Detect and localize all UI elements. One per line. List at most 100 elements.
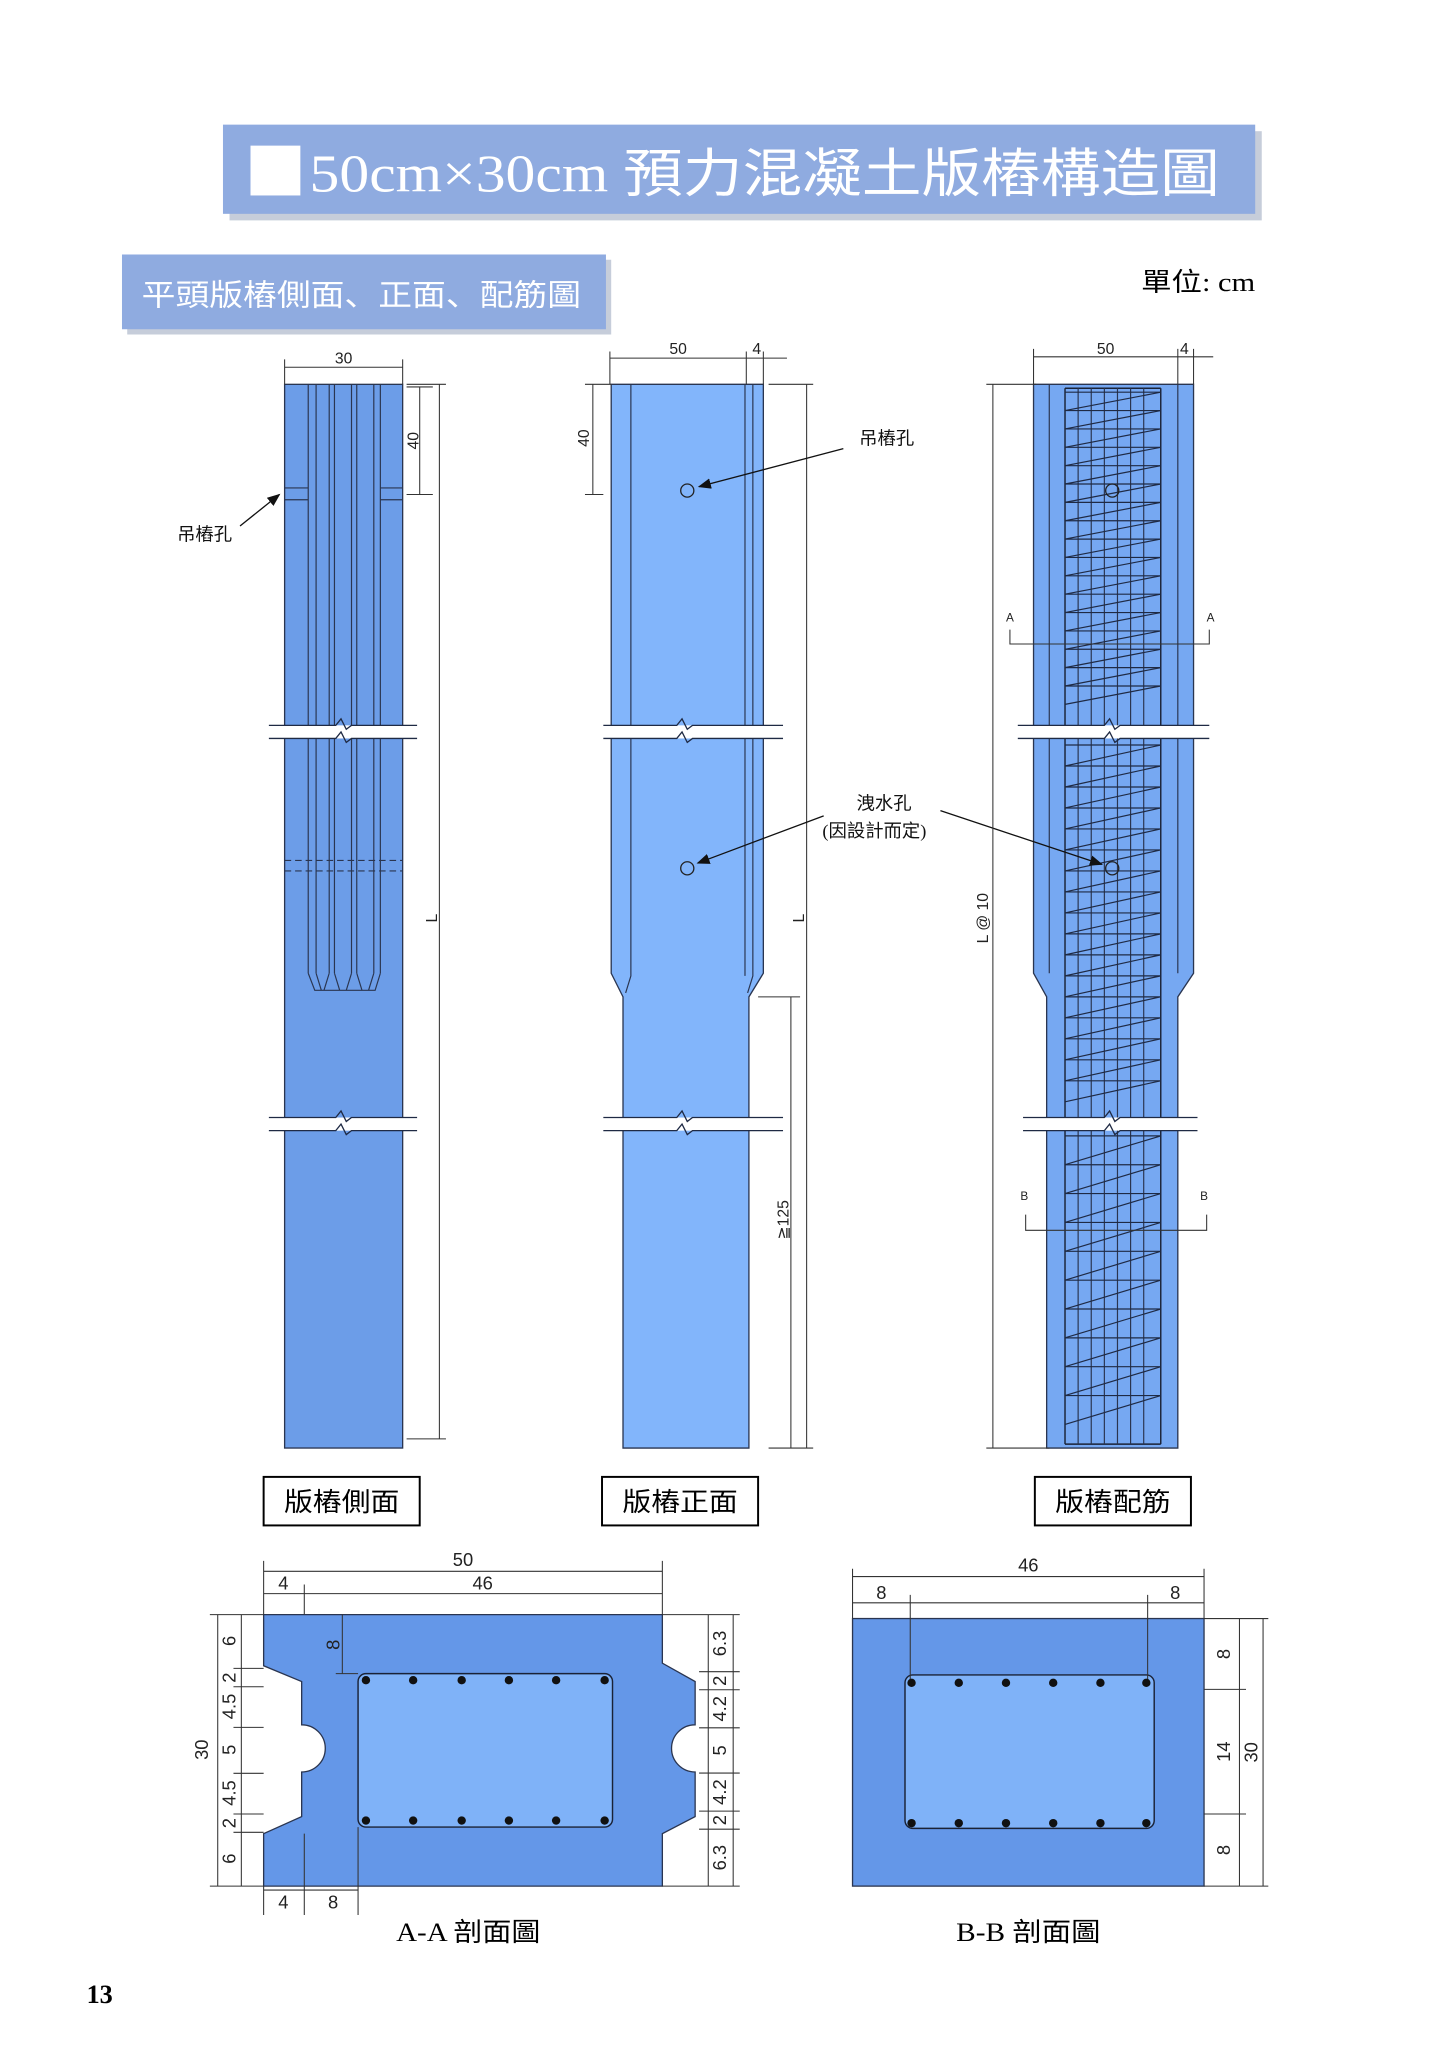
side-view-groove-lines — [307, 384, 381, 974]
section-bb-right-dims — [1204, 1618, 1269, 1887]
section-aa-right-seg: 6.3 — [709, 1631, 730, 1657]
spiral-segment — [1064, 630, 1161, 650]
spiral-segment — [1064, 1221, 1161, 1252]
front-lifting-hole-leader — [697, 447, 844, 489]
title-banner: 50cm×30cm 預力混凝土版樁構造圖 — [222, 124, 1262, 221]
section-aa-top-dims — [263, 1570, 663, 1595]
section-aa-extensions — [263, 1560, 663, 1915]
rebar-dot — [361, 1675, 371, 1685]
break-gap — [603, 1117, 784, 1131]
section-aa: 50 4 46 8 30 6 2 4.5 5 4.5 2 6 6.3 2 4.2… — [191, 1549, 740, 1947]
section-aa-cover-dim — [335, 1614, 359, 1675]
side-lifting-hole-leader — [239, 493, 281, 527]
rebar-dot — [408, 1816, 418, 1825]
break-line — [268, 717, 418, 744]
spiral-segment — [1064, 1337, 1161, 1368]
rebar-view-edge-lines — [1048, 384, 1179, 974]
rebar-cage-outline — [1064, 387, 1162, 1445]
front-view-edge-lines — [625, 384, 754, 994]
break-line — [1023, 1109, 1198, 1136]
unit-label: 單位: cm — [1141, 268, 1255, 297]
rebar-width-dim — [1033, 348, 1214, 385]
spiral-segment — [1064, 465, 1161, 485]
break-edge — [1023, 1109, 1198, 1136]
longitudinal-bars — [1077, 388, 1145, 1445]
rebar-dot — [1049, 1818, 1058, 1828]
rebar-view-dimensions: 50 4 L @ 10 A A B B — [975, 341, 1215, 1449]
break-edge — [268, 1109, 418, 1136]
break-edge — [603, 717, 784, 744]
section-aa-left-total: 30 — [191, 1739, 212, 1759]
spiral-segment — [1064, 1279, 1161, 1310]
side-view-groove-end — [307, 973, 381, 991]
section-bb-caption: B-B 剖面圖 — [956, 1918, 1100, 1947]
side-caption: 版樁側面 — [284, 1488, 399, 1517]
rebar-dot — [504, 1816, 514, 1825]
rebar-drain-hole — [1105, 861, 1120, 876]
section-bb-top-left: 8 — [876, 1582, 886, 1603]
spiral-segment — [1064, 891, 1161, 914]
spiral-segment — [1064, 1366, 1161, 1397]
spiral-segment — [1064, 1059, 1161, 1082]
side-caption-box — [262, 1475, 421, 1527]
front-tongue-label: 4 — [752, 341, 761, 358]
section-aa-right-seg: 5 — [709, 1745, 730, 1755]
front-drain-hole — [680, 861, 695, 876]
rebar-dot — [457, 1675, 466, 1685]
spiral-segment — [1064, 1135, 1161, 1166]
side-view-dimensions: 30 40 L 吊樁孔 — [177, 350, 446, 1440]
section-aa-caption: A-A 剖面圖 — [396, 1918, 540, 1947]
spiral-segment — [1064, 807, 1161, 830]
section-aa-left-seg: 2 — [219, 1818, 240, 1828]
section-bb-top-dims — [852, 1568, 1205, 1683]
spiral-segment — [1064, 501, 1161, 522]
cut-b-right: B — [1200, 1189, 1208, 1203]
spiral-segment — [1064, 520, 1161, 540]
section-bb-right-total: 30 — [1240, 1742, 1261, 1762]
section-aa-left-seg: 6 — [219, 1636, 240, 1646]
rebar-dot — [954, 1818, 963, 1828]
rebar-dots — [361, 1675, 1151, 1828]
section-aa-left-seg: 4.5 — [219, 1694, 240, 1720]
break-edge — [603, 1109, 784, 1136]
section-aa-right-dims — [662, 1614, 740, 1887]
rebar-caption: 版樁配筋 — [1055, 1488, 1170, 1517]
spiral-segment — [1064, 409, 1161, 430]
section-aa-left-seg: 4.5 — [219, 1780, 240, 1806]
spiral-rebar — [1064, 391, 1161, 1425]
rebar-dot — [408, 1675, 418, 1685]
spiral-segment — [1064, 996, 1161, 1019]
spiral-segment — [1064, 611, 1161, 632]
rebar-dot — [504, 1675, 514, 1685]
spiral-segment — [1064, 870, 1161, 893]
title-banner-bg — [222, 124, 1256, 214]
spiral-segment — [1064, 849, 1161, 872]
rebar-dot — [600, 1816, 609, 1825]
side-lifting-hole-label: 吊樁孔 — [177, 524, 232, 544]
side-hole-dim — [406, 386, 433, 496]
rebar-lifting-hole — [1105, 483, 1120, 498]
front-hole-dim — [584, 383, 612, 496]
section-aa-left-seg: 5 — [219, 1745, 240, 1755]
section-bb-top-total: 46 — [1018, 1554, 1038, 1575]
page-number: 13 — [87, 1980, 113, 2009]
page-title: 50cm×30cm 預力混凝土版樁構造圖 — [310, 146, 1220, 204]
rebar-dot — [1142, 1818, 1151, 1828]
spiral-segment — [1064, 1164, 1161, 1195]
spiral-segment — [1064, 912, 1161, 935]
rebar-tongue-label: 4 — [1180, 341, 1189, 358]
section-bb-top-right: 8 — [1170, 1582, 1180, 1603]
section-bb-cage — [904, 1674, 1155, 1830]
rebar-view-pile — [1032, 383, 1195, 1449]
break-edge — [1017, 717, 1210, 744]
front-width-label: 50 — [669, 341, 687, 358]
section-bb-right-seg: 14 — [1213, 1741, 1234, 1761]
cut-a-right: A — [1207, 611, 1215, 625]
rebar-dot — [1049, 1678, 1058, 1688]
rebar-dot — [1001, 1818, 1011, 1828]
spiral-segment — [1064, 765, 1161, 788]
rebar-dot — [551, 1816, 561, 1825]
section-aa-cover: 8 — [322, 1640, 343, 1650]
section-aa-right-seg: 2 — [709, 1815, 730, 1825]
